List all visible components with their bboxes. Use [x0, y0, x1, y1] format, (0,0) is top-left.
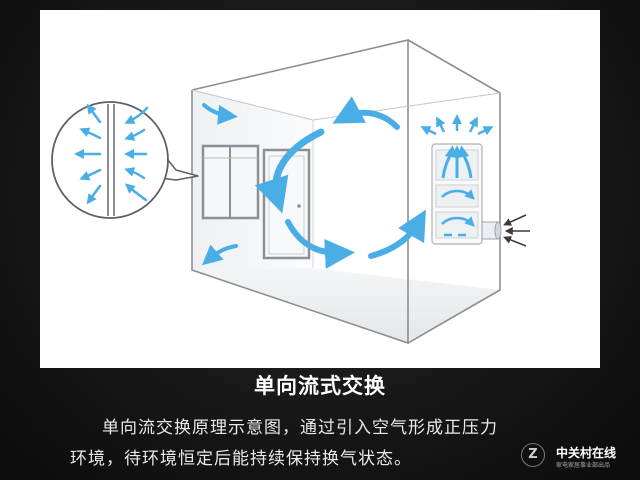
floor: [192, 268, 500, 343]
circulation-arrows: [201, 96, 426, 269]
caption-line: 单向流交换原理示意图，通过引入空气形成正压力: [102, 418, 498, 438]
ventilation-unit: [431, 143, 530, 247]
airflow-arrow-wall-bottom: [201, 244, 238, 266]
caption-line: 环境，待环境恒定后能持续保持换气状态。: [70, 449, 412, 469]
airflow-arrow-left: [254, 128, 325, 214]
window: [201, 144, 260, 220]
brand-subtitle: 家电家居事业部出品: [556, 462, 611, 469]
room-inner-edge-top: [191, 89, 314, 121]
airflow-arrow-right: [368, 209, 426, 259]
airflow-arrow-bottom: [285, 219, 355, 269]
zoom-callout-icon: [51, 101, 199, 219]
caption-title: 单向流式交换: [254, 374, 386, 398]
unit-outflow-arrows: [420, 114, 494, 136]
airflow-arrow-top: [332, 96, 400, 130]
brand-name: 中关村在线: [556, 446, 617, 460]
room-diagram: [51, 38, 530, 345]
zol-logo-icon: Z: [521, 443, 545, 467]
diagram-panel: [40, 10, 600, 368]
airflow-arrow-wall-top: [202, 103, 238, 125]
room-right-edge: [407, 39, 501, 344]
